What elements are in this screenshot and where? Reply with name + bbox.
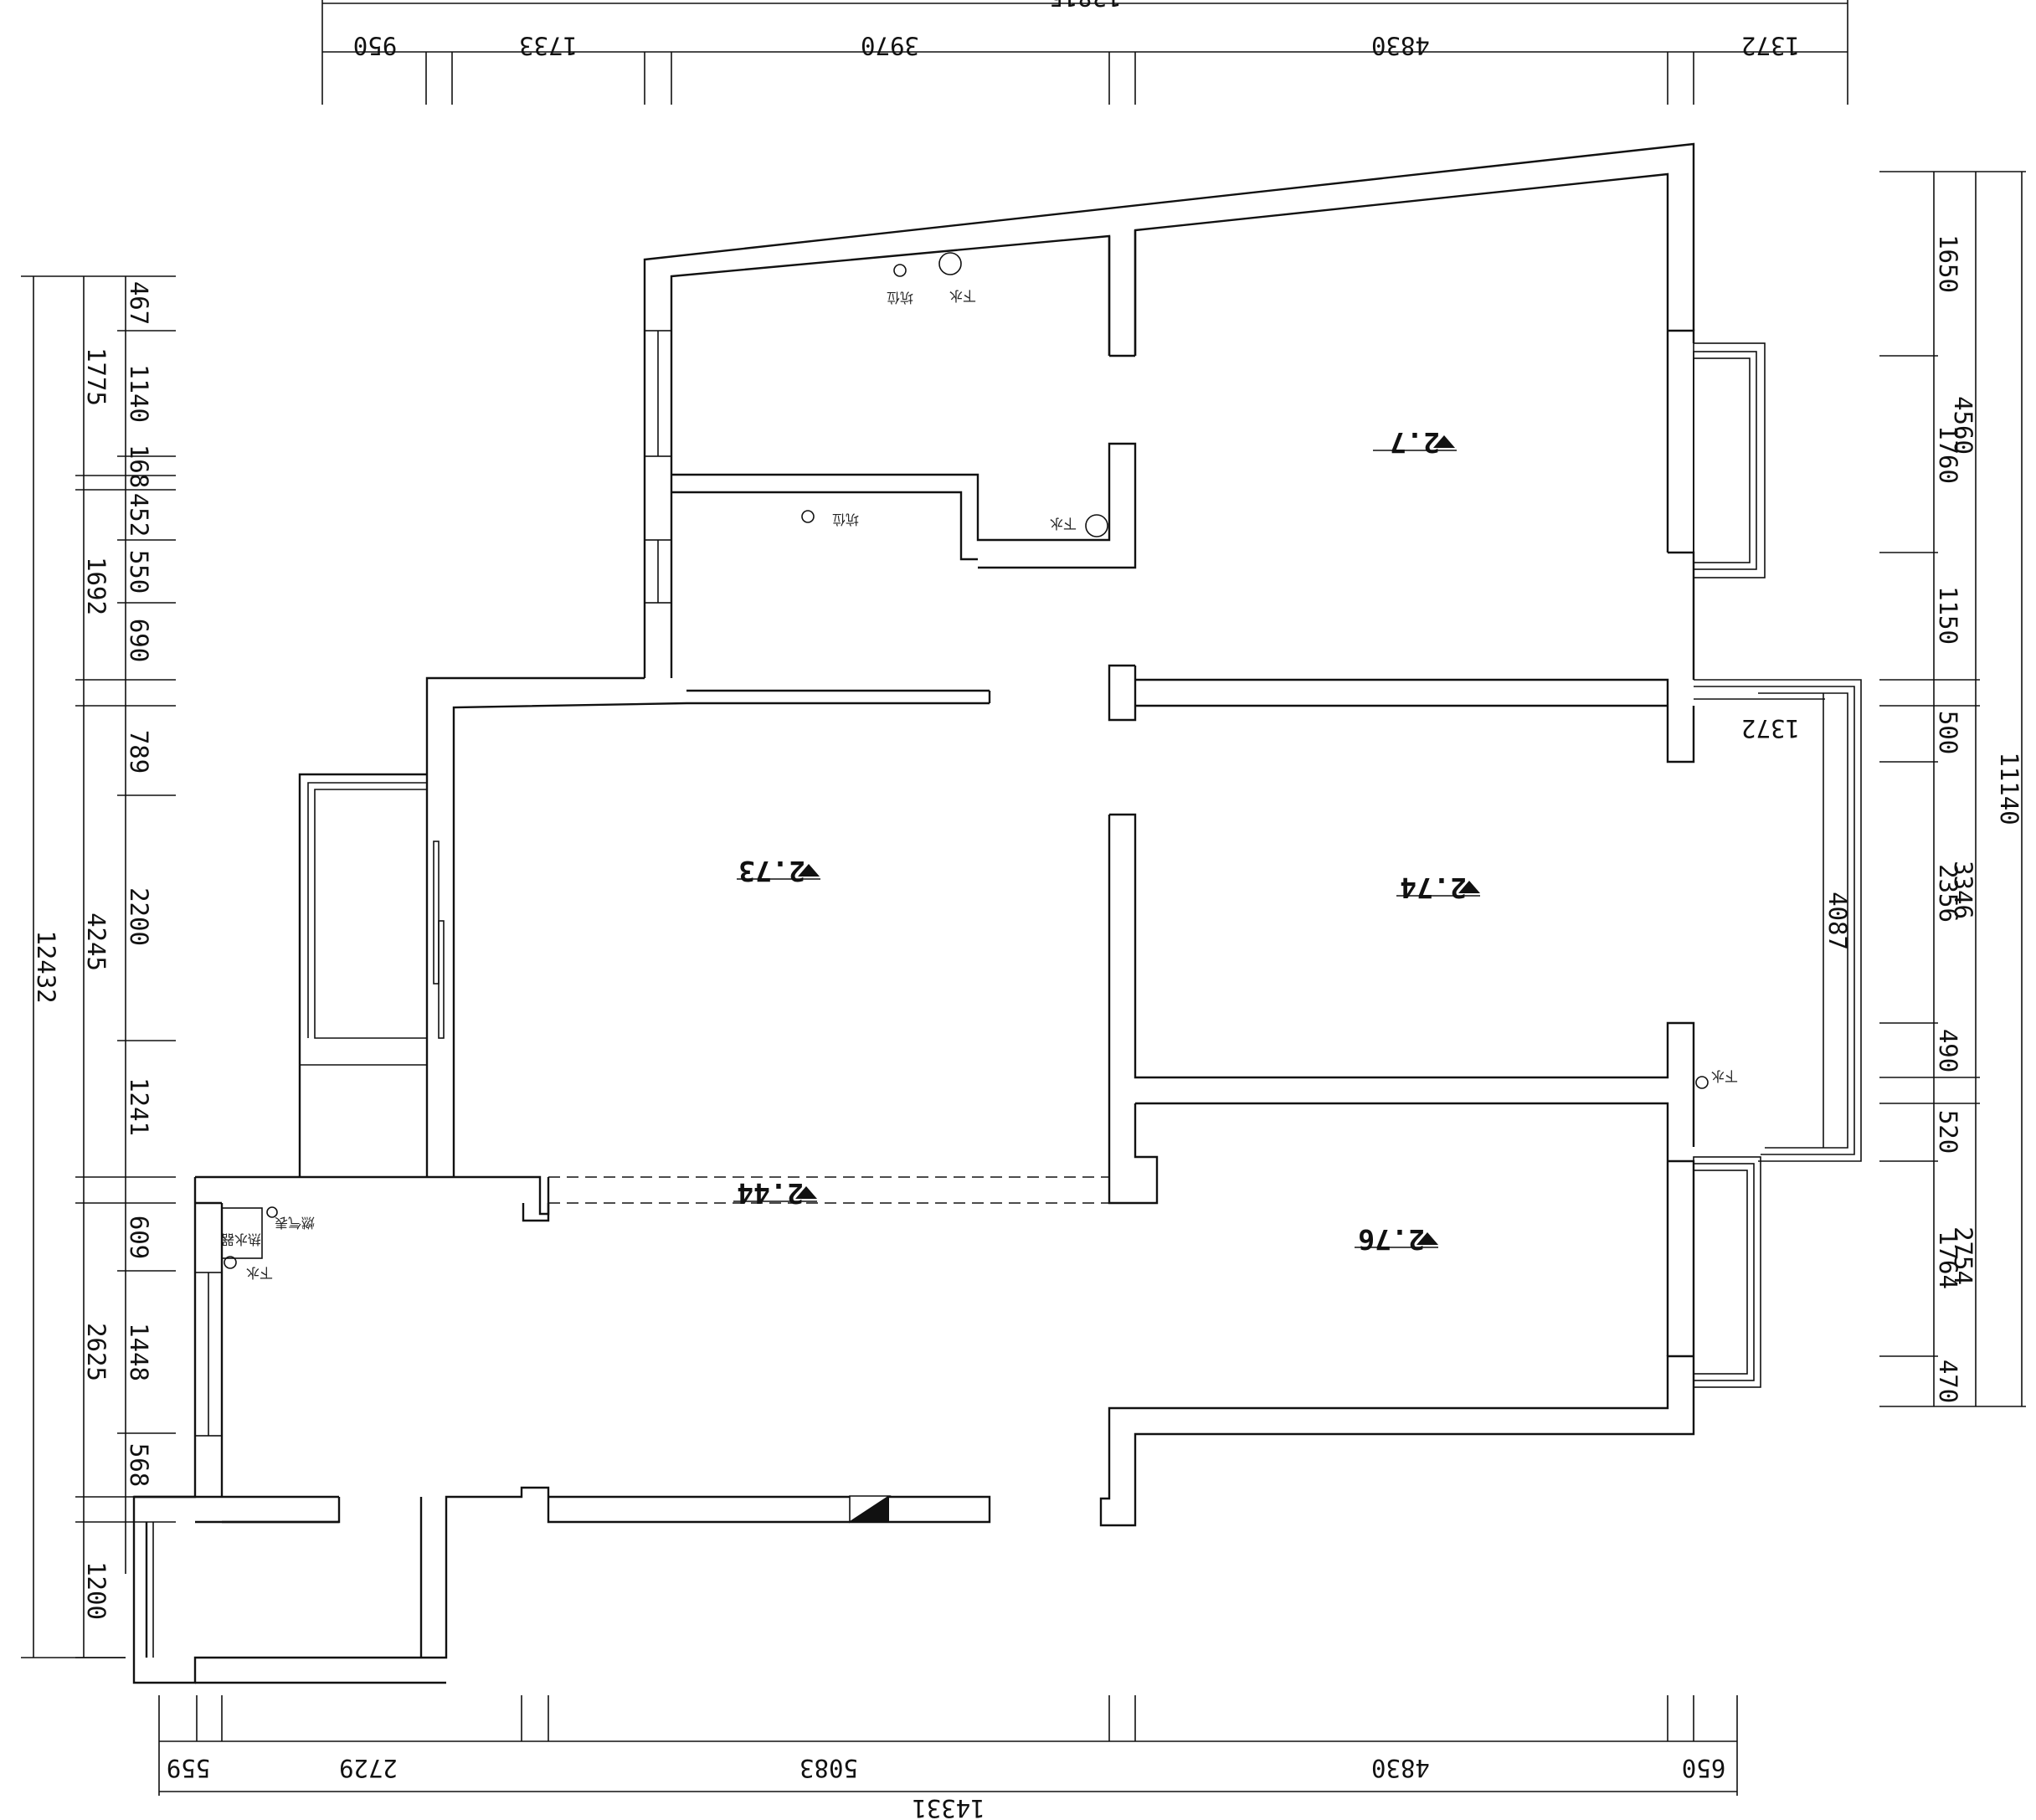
dim-left-detail-5: 550 <box>125 550 153 594</box>
dim-top-seg-1: 950 <box>353 31 397 59</box>
toilet-pit-icon <box>801 510 815 523</box>
dim-right-detail-1: 1650 <box>1934 234 1962 293</box>
level-marker: 2.7 <box>1373 426 1457 459</box>
dim-right-total: 11140 <box>1995 752 2023 825</box>
dim-left-group-2: 1692 <box>82 557 111 615</box>
level-value: 2.73 <box>738 855 805 887</box>
dim-right-detail-5: 2356 <box>1934 864 1962 923</box>
walls <box>132 142 1862 1684</box>
dim-top-seg-5: 1372 <box>1741 31 1800 59</box>
drain-icon <box>1085 514 1108 537</box>
dim-balcony-width: 1372 <box>1741 714 1800 743</box>
fixtures: 下水 坑位 下水 坑位 下水 下水 燃气表 热水器 <box>221 252 1738 1281</box>
dim-left-detail-9: 1241 <box>125 1077 153 1136</box>
dim-top-total: 13815 <box>1048 0 1121 11</box>
dim-bottom-seg-4: 4830 <box>1371 1754 1430 1782</box>
dim-right-detail-8: 1764 <box>1934 1231 1962 1289</box>
dim-left-detail-12: 568 <box>125 1443 153 1487</box>
dim-bottom-seg-2: 2729 <box>339 1754 398 1782</box>
dim-left-group-3: 4245 <box>82 913 111 971</box>
dim-bottom-seg-5: 650 <box>1682 1754 1725 1782</box>
drain-label: 下水 <box>1050 516 1077 532</box>
dim-bottom-seg-3: 5083 <box>799 1754 858 1782</box>
dim-left-detail-11: 1448 <box>125 1323 153 1381</box>
toilet-pit-label: 坑位 <box>832 512 859 527</box>
level-value: 2.7 <box>1390 426 1440 459</box>
dim-top-seg-3: 3970 <box>861 31 919 59</box>
dim-right-detail-6: 490 <box>1934 1029 1962 1072</box>
bottom-dimensions: 559 2729 5083 4830 650 14331 <box>158 1695 1738 1820</box>
drain-label: 下水 <box>246 1265 273 1281</box>
level-value: 2.44 <box>737 1177 803 1210</box>
water-heater-label: 热水器 <box>221 1231 261 1247</box>
level-marker: 2.44 <box>733 1177 817 1210</box>
dim-right-detail-2: 1760 <box>1934 425 1962 484</box>
dim-left-detail-6: 690 <box>125 619 153 662</box>
drain-icon <box>224 1256 237 1269</box>
level-marker: 2.76 <box>1355 1223 1438 1256</box>
right-dimensions: 11140 4560 3346 2754 1650 1760 1150 500 … <box>1879 171 2026 1407</box>
toilet-pit-label: 坑位 <box>887 290 913 306</box>
dim-left-detail-3: 168 <box>125 445 153 488</box>
dim-right-detail-7: 520 <box>1934 1110 1962 1154</box>
dim-left-detail-7: 789 <box>125 730 153 774</box>
dim-left-group-1: 1775 <box>82 347 111 406</box>
toilet-pit-icon <box>893 264 907 277</box>
dim-right-group-1: 4560 <box>1949 396 1977 455</box>
drain-icon <box>1695 1076 1709 1089</box>
left-dimensions: 12432 1775 1692 4245 2625 1200 467 1140 … <box>21 275 176 1658</box>
gas-meter-icon <box>266 1206 278 1218</box>
top-dimensions: 13815 950 1733 3970 4830 1372 <box>321 0 1848 105</box>
dim-right-detail-9: 470 <box>1934 1360 1962 1403</box>
drain-icon <box>938 252 962 275</box>
drain-label: 下水 <box>949 288 976 304</box>
dim-left-detail-10: 609 <box>125 1216 153 1259</box>
dim-left-total: 12432 <box>32 930 60 1003</box>
dim-right-detail-3: 1150 <box>1934 586 1962 645</box>
dim-left-group-4: 2625 <box>82 1323 111 1381</box>
dim-top-seg-4: 4830 <box>1371 31 1430 59</box>
dim-balcony-length: 4087 <box>1823 892 1852 950</box>
drain-label: 下水 <box>1711 1068 1738 1084</box>
dim-right-group-3: 2754 <box>1949 1226 1977 1285</box>
level-markers: 2.7 2.73 2.74 2.44 2.76 <box>733 426 1480 1256</box>
dim-left-group-5: 1200 <box>82 1561 111 1620</box>
level-value: 2.74 <box>1400 871 1466 904</box>
dim-right-detail-4: 500 <box>1934 711 1962 754</box>
dim-right-group-2: 3346 <box>1949 861 1977 919</box>
dim-left-detail-8: 2200 <box>125 887 153 946</box>
dim-left-detail-4: 452 <box>125 493 153 537</box>
gas-meter-label: 燃气表 <box>275 1215 315 1231</box>
dim-bottom-total: 14331 <box>912 1794 985 1820</box>
level-marker: 2.73 <box>737 855 820 887</box>
level-marker: 2.74 <box>1396 871 1480 904</box>
dim-left-detail-2: 1140 <box>125 364 153 423</box>
level-value: 2.76 <box>1358 1223 1424 1256</box>
dim-left-detail-1: 467 <box>125 281 153 325</box>
dim-bottom-seg-1: 559 <box>167 1754 210 1782</box>
dim-top-seg-2: 1733 <box>519 31 578 59</box>
